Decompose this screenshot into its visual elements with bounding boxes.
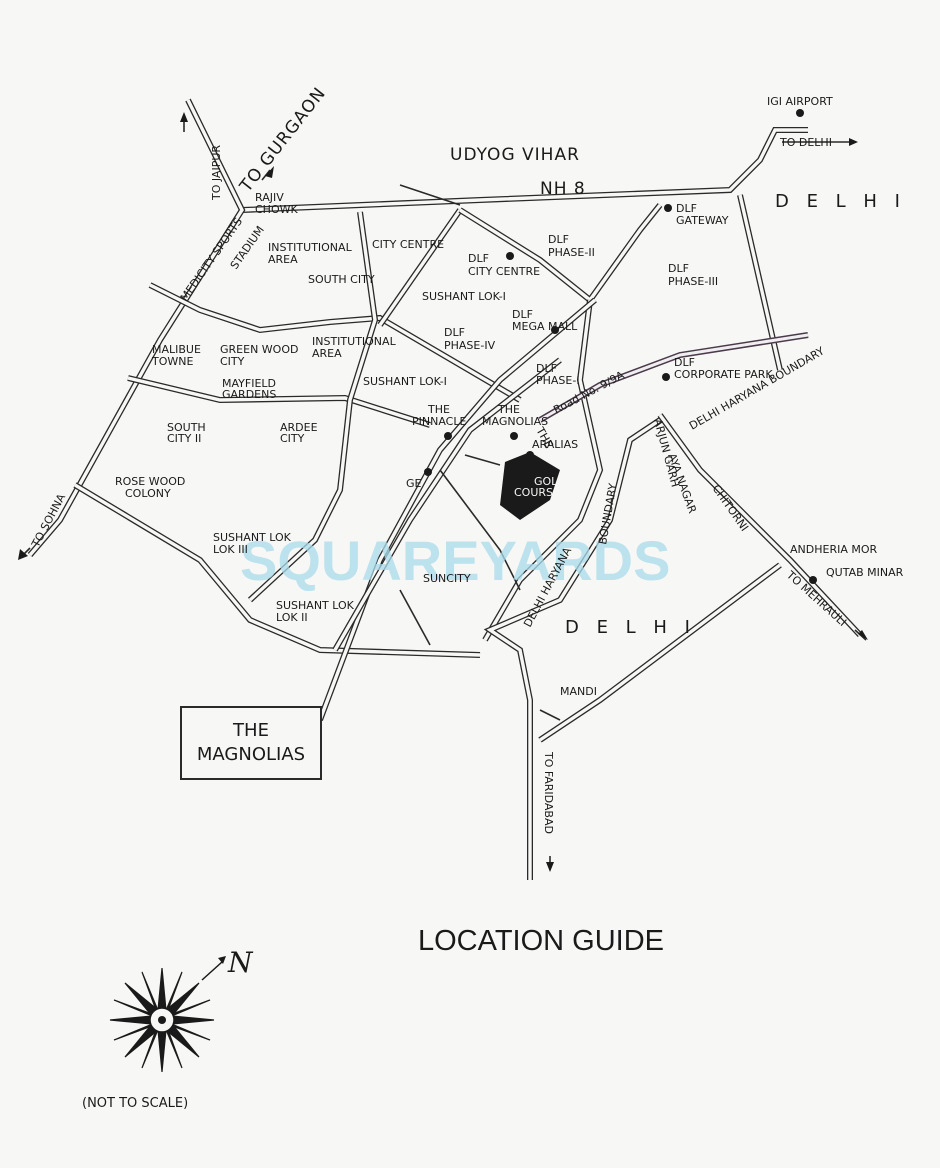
label-dlf-city-centre-1: DLF [468,252,489,265]
project-label-line1: THE [233,720,269,741]
label-sushant-lok1-mid: SUSHANT LOK-I [363,375,447,388]
label-mandi: MANDI [560,685,597,698]
label-institutional2-1: INSTITUTIONAL [312,335,397,348]
label-ardee-2: CITY [280,432,305,445]
label-golf-course-1: GOLF [534,475,564,488]
label-green-wood-2: CITY [220,355,245,368]
label-dlf-phase2-2: PHASE-II [548,246,595,259]
project-label-box: THE MAGNOLIAS [180,706,322,780]
label-rose-wood-1: ROSE WOOD [115,475,185,488]
aralias-marker [526,451,534,459]
label-andheria-mor: ANDHERIA MOR [790,543,878,556]
label-malibue-2: TOWNE [151,355,193,368]
qutab-minar-marker [809,576,817,584]
compass-rose-icon [109,956,226,1073]
north-label: N [227,946,254,979]
label-sushant-lok1-top: SUSHANT LOK-I [422,290,506,303]
label-delhi-haryana-boundary-top: DELHI HARYANA BOUNDARY [687,344,827,432]
label-dlf-corporate-2: CORPORATE PARK [674,368,773,381]
label-dlf-phase4-2: PHASE-IV [444,339,496,352]
label-dlf-phase3-1: DLF [668,262,689,275]
map-title: LOCATION GUIDE [418,925,664,957]
label-chitorni: CHITORNI [710,482,751,533]
label-dlf-mega-mall-1: DLF [512,308,533,321]
label-magnolias-1: THE [497,403,520,416]
label-mayfield-2: GARDENS [222,388,276,401]
igi-airport-marker [796,109,804,117]
label-qutab-minar: QUTAB MINAR [826,566,904,579]
label-delhi-bottom: D E L H I [565,617,696,638]
scale-note: (NOT TO SCALE) [82,1096,188,1111]
label-pinnacle-1: THE [427,403,450,416]
label-dlf-corporate-1: DLF [674,356,695,369]
label-green-wood-1: GREEN WOOD [220,343,298,356]
label-ge: GE [406,477,422,490]
location-markers [424,109,817,584]
label-sushant-lok3-1: SUSHANT LOK [213,531,292,544]
label-to-faridabad: TO FARIDABAD [542,751,555,834]
label-dlf-phase3-2: PHASE-III [668,275,718,288]
label-south-city2-1: SOUTH [167,421,206,434]
label-ardee-1: ARDEE [280,421,318,434]
label-sushant-lok3-2: LOK III [213,543,248,556]
ge-marker [424,468,432,476]
label-aralias-2: ARALIAS [532,438,578,451]
label-chowk: CHOWK [255,203,298,216]
label-igi-airport: IGI AIRPORT [767,95,833,108]
label-sushant-lok2-1: SUSHANT LOK [276,599,355,612]
label-suncity: SUNCITY [423,572,471,585]
label-city-centre: CITY CENTRE [372,238,444,251]
label-delhi-top: D E L H I [775,191,906,212]
label-dlf-mega-mall-2: MEGA MALL [512,320,578,333]
label-nh8: NH 8 [540,179,586,199]
label-south-city2-2: CITY II [167,432,201,445]
label-to-delhi: TO DELHI [779,136,832,149]
road-network [27,98,863,880]
label-south-city: SOUTH CITY [308,273,375,286]
label-to-jaipur: TO JAIPUR [210,145,223,201]
label-magnolias-2: MAGNOLIAS [482,415,548,428]
label-dlf-phase1-2: PHASE-I [536,374,580,387]
label-malibue-1: MALIBUE [152,343,201,356]
magnolias-marker [510,432,518,440]
label-pinnacle-2: PINNACLE [412,415,466,428]
label-dlf-phase1-1: DLF [536,362,557,375]
label-to-gurgaon: TO GURGAON [236,84,331,197]
label-institutional-1: INSTITUTIONAL [268,241,353,254]
dlf-city-centre-marker [506,252,514,260]
label-mayfield-1: MAYFIELD [222,377,276,390]
label-dlf-gateway-1: DLF [676,202,697,215]
map-labels: UDYOG VIHAR NH 8 D E L H I D E L H I TO … [29,84,906,834]
dlf-mega-mall-marker [551,326,559,334]
label-sushant-lok2-2: LOK II [276,611,308,624]
label-udyog-vihar: UDYOG VIHAR [450,145,580,165]
label-dlf-phase2-1: DLF [548,233,569,246]
label-rose-wood-2: COLONY [125,487,171,500]
label-dlf-city-centre-2: CITY CENTRE [468,265,540,278]
watermark: SQUAREYARDS [240,529,670,592]
direction-arrows [18,112,868,872]
project-label-line2: MAGNOLIAS [196,744,306,765]
label-institutional2-2: AREA [312,347,342,360]
label-golf-course-2: COURSE [514,486,560,499]
label-dlf-phase4-1: DLF [444,326,465,339]
dlf-corporate-park-marker [662,373,670,381]
label-dlf-gateway-2: GATEWAY [676,214,729,227]
label-rajiv: RAJIV [255,191,284,204]
label-institutional-2: AREA [268,253,298,266]
pinnacle-marker [444,432,452,440]
dlf-gateway-marker [664,204,672,212]
